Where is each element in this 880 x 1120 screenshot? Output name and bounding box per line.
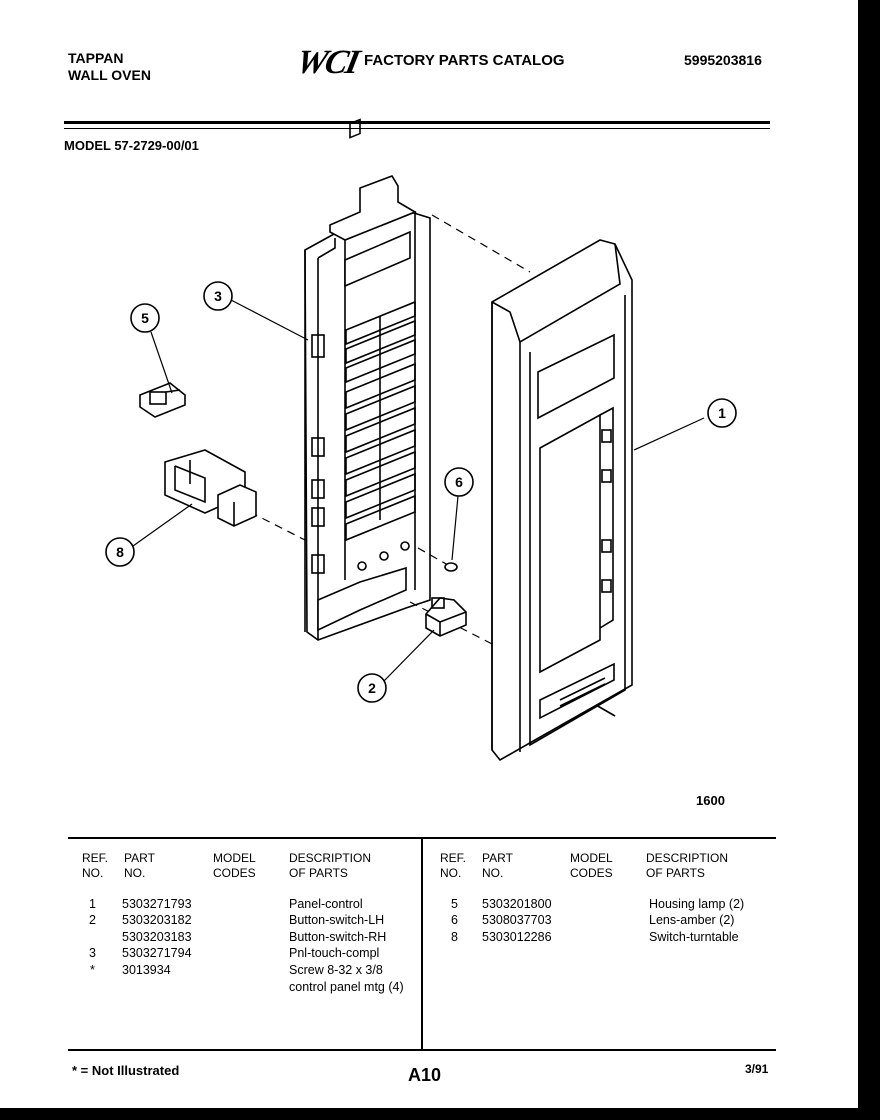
callout-8-label: 8: [116, 544, 124, 560]
table-divider: [421, 838, 423, 1050]
header-ref: REF.NO.: [82, 851, 109, 880]
housing-lamp-part: [139, 382, 186, 418]
part-no: 5308037703: [482, 913, 552, 927]
part-description: Button-switch-LH: [289, 913, 385, 927]
header-rule-bottom: [64, 128, 770, 129]
not-illustrated-note: * = Not Illustrated: [72, 1063, 180, 1078]
part-description: Button-switch-RH: [289, 930, 387, 944]
ref-no: 3: [89, 946, 96, 960]
header-rule-top: [64, 121, 770, 124]
part-no: 5303271793: [122, 897, 192, 911]
ref-no: 6: [451, 913, 458, 927]
brand-name: TAPPAN: [68, 50, 124, 66]
ref-no: *: [90, 963, 95, 977]
header-ref-right: REF.NO.: [440, 851, 467, 880]
part-no: 3013934: [122, 963, 171, 977]
part-description: Pnl-touch-compl: [289, 946, 380, 960]
ref-no: 2: [89, 913, 96, 927]
catalog-number: 5995203816: [684, 52, 762, 68]
catalog-title: FACTORY PARTS CATALOG: [364, 52, 565, 69]
callout-2-label: 2: [368, 680, 376, 696]
callout-5-label: 5: [141, 310, 149, 326]
ref-no: 5: [451, 897, 458, 911]
part-description: Housing lamp (2): [649, 897, 745, 911]
part-no: 5303012286: [482, 930, 552, 944]
control-panel-part: [491, 239, 633, 762]
part-description: Lens-amber (2): [649, 913, 735, 927]
switch-turntable-part: [164, 449, 257, 527]
callout-1-label: 1: [718, 405, 726, 421]
page-number: A10: [408, 1065, 442, 1085]
button-switch-part: [425, 597, 467, 637]
lens-amber-part: [444, 562, 458, 572]
exploded-parts-diagram: 1 2 3 5 6 8 1600: [105, 118, 737, 808]
table-rule-top: [68, 837, 776, 839]
appliance-type: WALL OVEN: [68, 67, 151, 83]
ref-no: 1: [89, 897, 96, 911]
callout-1: [707, 398, 737, 428]
callout-8: [105, 537, 135, 567]
callout-5: [130, 303, 160, 333]
part-no: 5303203183: [122, 930, 192, 944]
catalog-page: TAPPAN WALL OVEN WCI FACTORY PARTS CATAL…: [0, 0, 858, 1108]
part-no: 5303203182: [122, 913, 192, 927]
part-no: 5303201800: [482, 897, 552, 911]
part-description: Switch-turntable: [649, 930, 739, 944]
callout-3-label: 3: [214, 288, 222, 304]
callout-6: [444, 467, 474, 497]
part-description: Panel-control: [289, 897, 363, 911]
callout-2: [357, 673, 387, 703]
figure-number: 1600: [696, 793, 725, 808]
callout-3: [203, 281, 233, 311]
model-number: MODEL 57-2729-00/01: [64, 138, 199, 153]
catalog-date: 3/91: [745, 1062, 769, 1076]
part-description: Screw 8-32 x 3/8: [289, 963, 383, 977]
ref-no: 8: [451, 930, 458, 944]
callout-6-label: 6: [455, 474, 463, 490]
part-no: 5303271794: [122, 946, 192, 960]
touch-panel-part: [304, 118, 431, 641]
part-description: control panel mtg (4): [289, 980, 404, 994]
